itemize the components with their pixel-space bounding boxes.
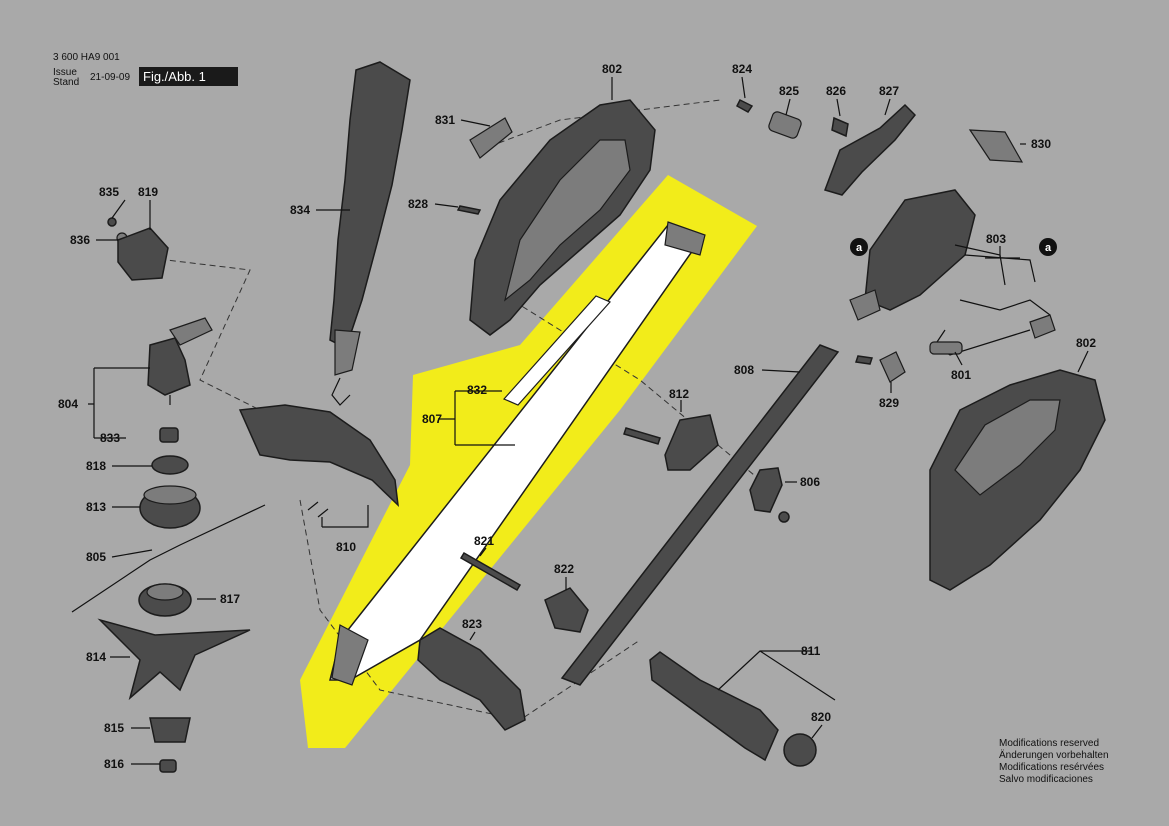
guide-line — [299, 499, 641, 721]
part-831-shape — [469, 117, 513, 159]
label-832: 832 — [467, 383, 487, 397]
issue-date: 21-09-09 — [90, 72, 131, 83]
label-825: 825 — [779, 84, 799, 98]
part-822-shape — [544, 587, 589, 633]
guide-line — [149, 257, 261, 411]
part-801-shape — [929, 299, 1056, 356]
label-812: 812 — [669, 387, 689, 401]
svg-text:a: a — [1045, 242, 1052, 254]
ref-marker-a-right: a — [1039, 238, 1057, 256]
label-804: 804 — [58, 397, 78, 411]
label-824: 824 — [732, 62, 752, 76]
label-802a: 802 — [602, 62, 622, 76]
part-808-shape — [560, 344, 840, 686]
part-820-shape — [783, 733, 817, 767]
label-818: 818 — [86, 459, 106, 473]
label-826: 826 — [826, 84, 846, 98]
label-820: 820 — [811, 710, 831, 724]
part-815-shape — [149, 717, 191, 743]
part-823-shape — [417, 627, 526, 731]
part-821-shape — [459, 551, 522, 592]
label-821: 821 — [474, 534, 494, 548]
label-828: 828 — [408, 197, 428, 211]
part-802a-shape — [469, 99, 656, 336]
part-811-shape — [649, 651, 779, 762]
label-817: 817 — [220, 592, 240, 606]
part-806-nut-shape — [778, 511, 790, 523]
label-827: 827 — [879, 84, 899, 98]
part-labels: 802 802 824 825 826 827 831 830 828 834 … — [58, 62, 1096, 771]
guide-line — [479, 279, 761, 481]
part-829-shape — [879, 351, 906, 383]
part-812-bolt-shape — [623, 427, 661, 445]
label-836: 836 — [70, 233, 90, 247]
label-814: 814 — [86, 650, 106, 664]
label-829: 829 — [879, 396, 899, 410]
part-802b-shape — [929, 369, 1106, 591]
part-814-shape — [97, 618, 251, 701]
part-813-shape — [139, 485, 201, 529]
note-line: Änderungen vorbehalten — [999, 750, 1109, 761]
label-806: 806 — [800, 475, 820, 489]
label-816: 816 — [104, 757, 124, 771]
part-835-shape — [107, 217, 117, 227]
part-828-shape — [456, 205, 482, 215]
part-812-shape — [664, 414, 719, 471]
label-801: 801 — [951, 368, 971, 382]
doc-number: 3 600 HA9 001 — [53, 52, 120, 63]
part-832-shape — [502, 295, 612, 406]
label-833: 833 — [100, 431, 120, 445]
label-815: 815 — [104, 721, 124, 735]
label-805: 805 — [86, 550, 106, 564]
part-829-screw-shape — [855, 355, 873, 365]
label-819: 819 — [138, 185, 158, 199]
part-824-shape — [736, 98, 754, 113]
label-834: 834 — [290, 203, 310, 217]
part-834-shape — [329, 61, 411, 406]
note-line: Salvo modificaciones — [999, 774, 1093, 785]
label-803: 803 — [986, 232, 1006, 246]
part-806-shape — [749, 467, 783, 513]
part-803-shape — [849, 189, 1036, 321]
part-807-shape — [329, 221, 706, 686]
part-825-shape — [768, 111, 802, 139]
part-817-shape — [138, 583, 192, 617]
label-822: 822 — [554, 562, 574, 576]
part-818-shape — [151, 455, 189, 475]
label-808: 808 — [734, 363, 754, 377]
note-line: Modifications reserved — [999, 738, 1100, 749]
part-830-shape — [968, 129, 1024, 163]
label-830: 830 — [1031, 137, 1051, 151]
issue-label-1: Issue — [53, 67, 77, 78]
label-811: 811 — [801, 644, 821, 658]
modification-notes: Modifications reserved Änderungen vorbeh… — [999, 738, 1109, 786]
label-802b: 802 — [1076, 336, 1096, 350]
label-807: 807 — [422, 412, 442, 426]
guide-line — [479, 99, 721, 151]
part-826-shape — [831, 116, 849, 138]
part-816-shape — [159, 759, 177, 773]
label-823: 823 — [462, 617, 482, 631]
leader-lines — [88, 76, 1089, 765]
part-804-shape — [147, 317, 213, 405]
svg-text:a: a — [856, 242, 863, 254]
ref-marker-a-left: a — [850, 238, 868, 256]
label-835: 835 — [99, 185, 119, 199]
part-833-shape — [159, 427, 179, 443]
label-810: 810 — [336, 540, 356, 554]
part-810-shape — [238, 404, 399, 518]
part-827-shape — [824, 103, 917, 196]
label-831: 831 — [435, 113, 455, 127]
label-813: 813 — [86, 500, 106, 514]
part-805-shape — [71, 504, 266, 613]
note-line: Modifications resérvées — [999, 762, 1105, 773]
figure-label: Fig./Abb. 1 — [139, 67, 238, 86]
issue-label-2: Stand — [53, 77, 80, 88]
